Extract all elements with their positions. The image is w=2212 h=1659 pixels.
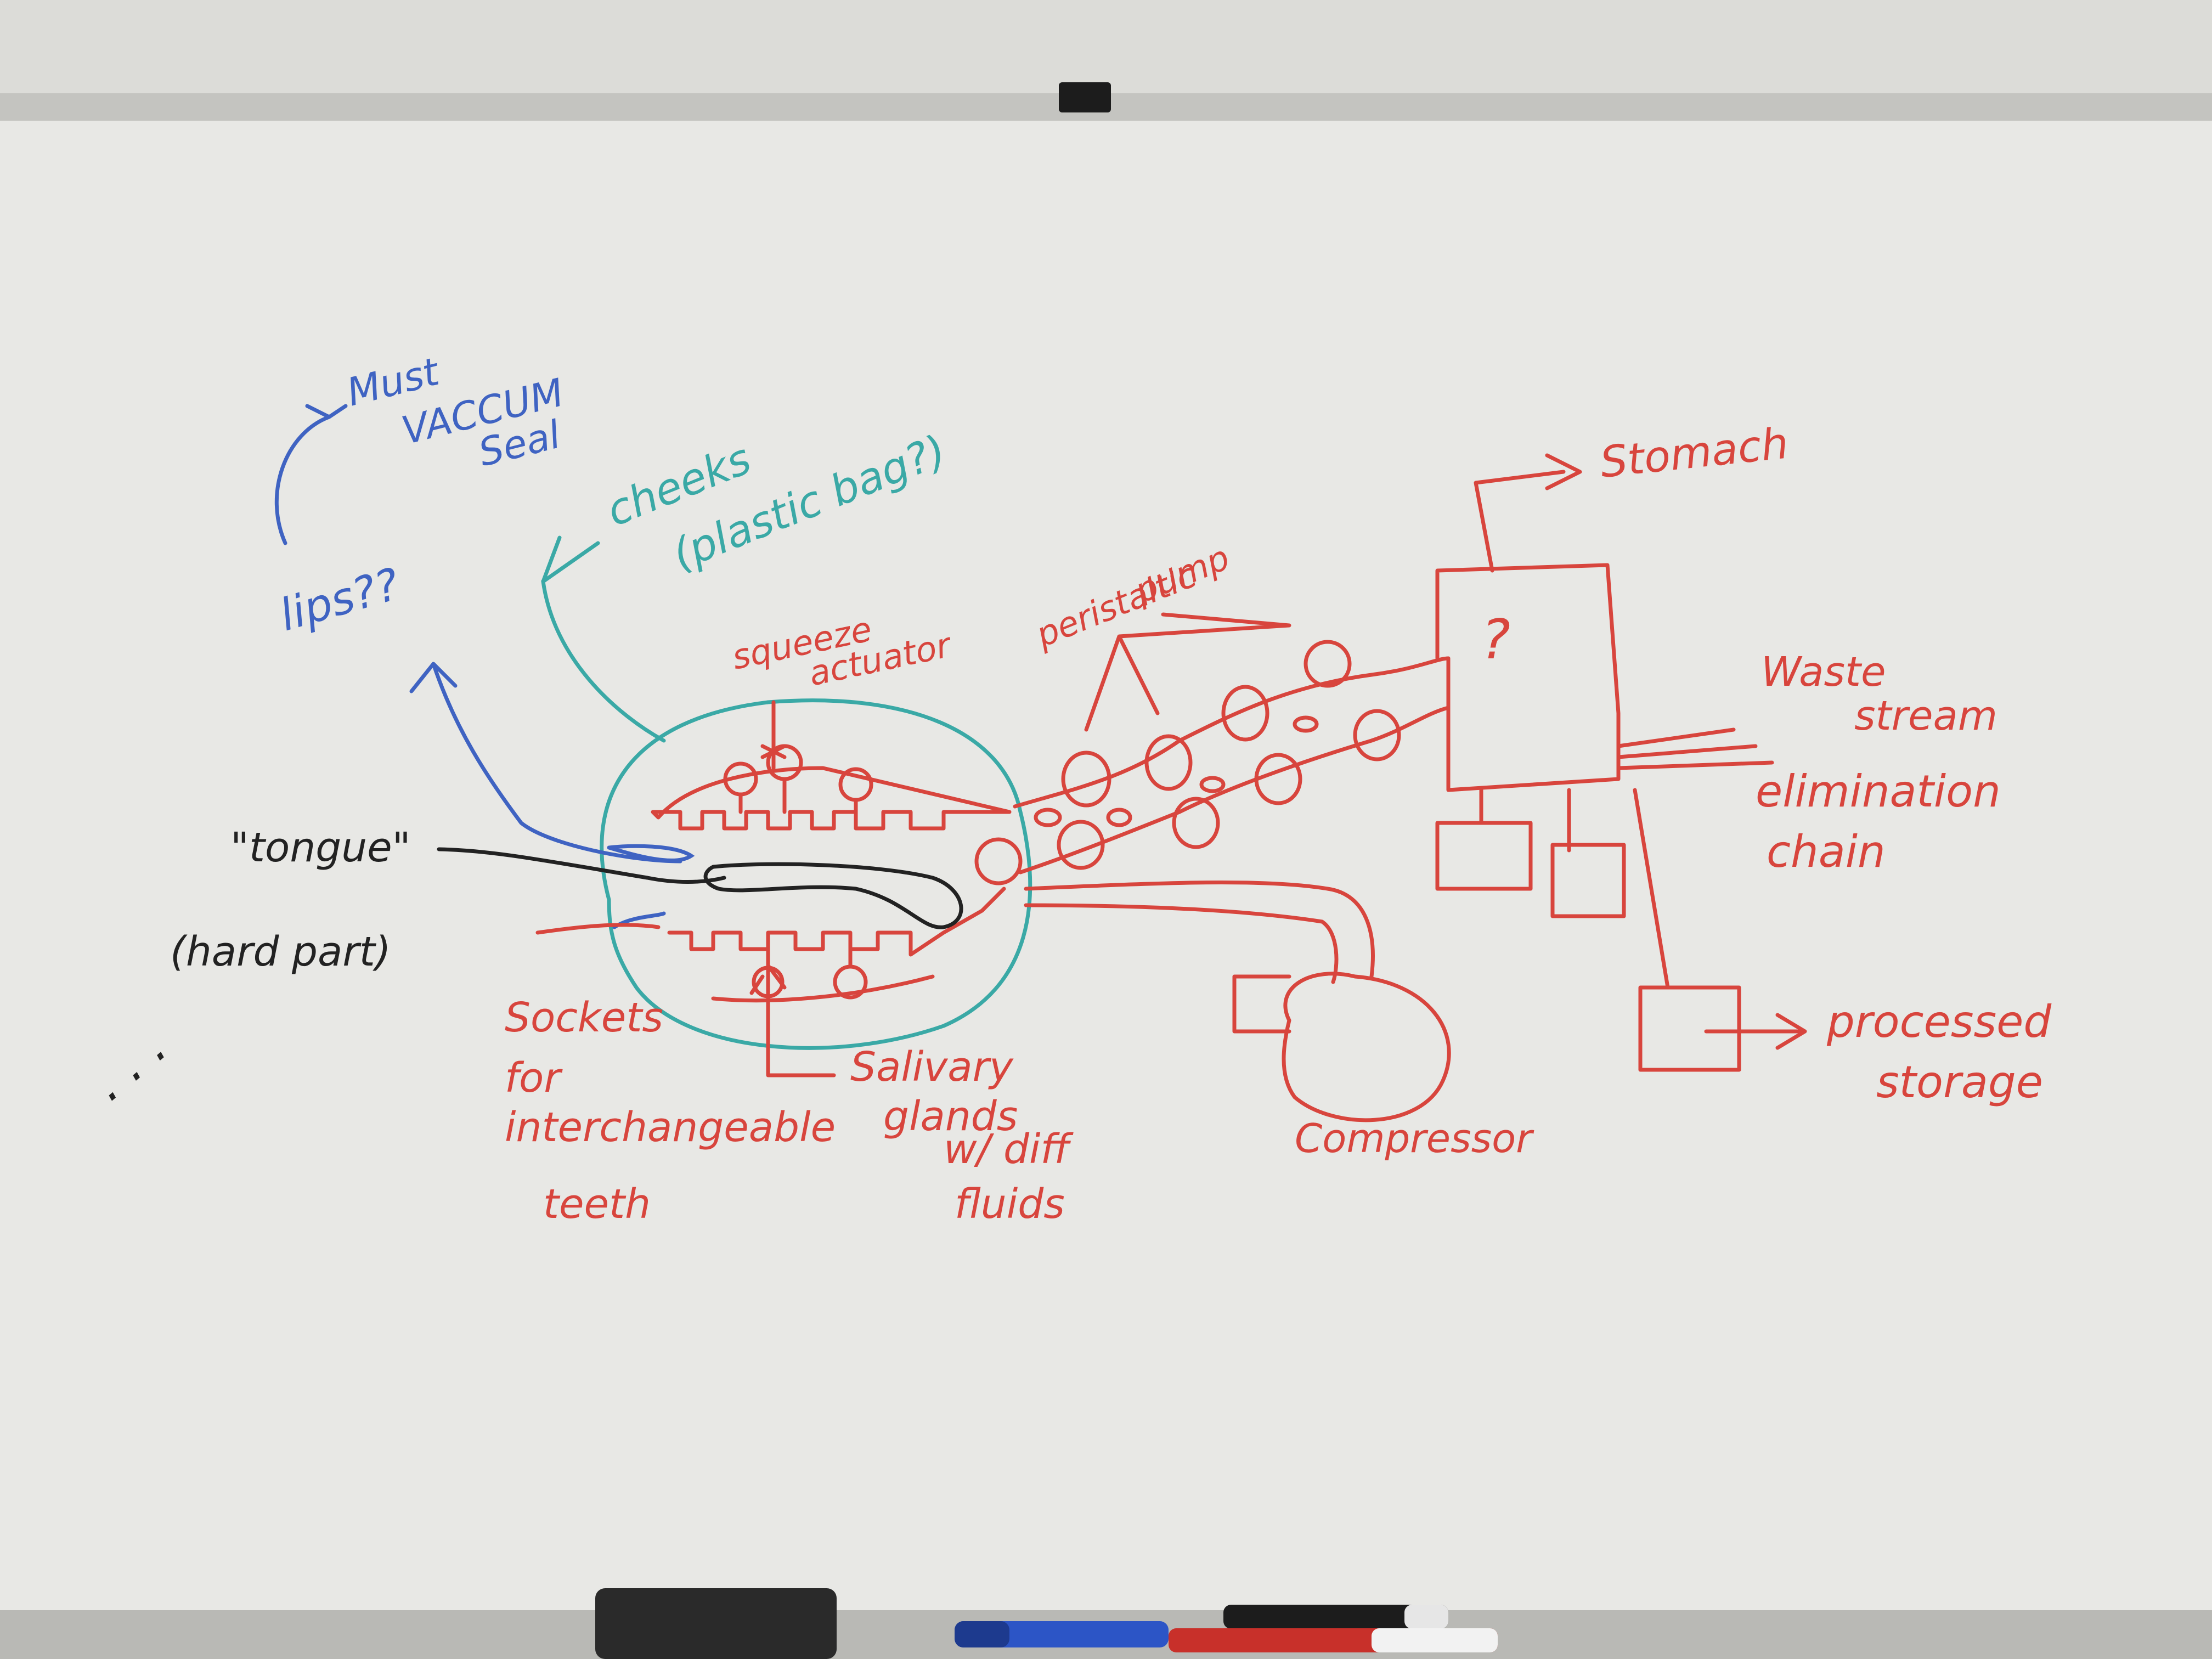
tongue-leader [437, 847, 726, 884]
eraser [595, 1588, 837, 1659]
lower-gum [711, 974, 935, 1003]
board-clip [1059, 82, 1111, 112]
processed-storage-arrow [1704, 1013, 1807, 1050]
svg-text:storage: storage [1876, 1057, 2043, 1108]
cheeks-outline [600, 698, 1032, 1050]
cheeks-leader [541, 535, 666, 743]
label-stomach-question: ? [1481, 607, 1510, 672]
label-sockets: Sockets for interchangeable teeth [505, 994, 836, 1228]
svg-text:fluids: fluids [955, 1181, 1065, 1228]
label-salivary: Salivary glands w/ diff fluids [850, 1043, 1074, 1228]
svg-text:teeth: teeth [543, 1181, 651, 1228]
salivary-leader [749, 963, 836, 1077]
label-elimination-chain: elimination chain [1756, 766, 2001, 877]
lips-leader [409, 662, 682, 864]
elimination-box-2 [1550, 843, 1626, 918]
label-waste-stream: Waste stream [1761, 648, 1997, 740]
compressor-body [1282, 972, 1451, 1122]
compressor-pipe [1024, 880, 1375, 984]
svg-text:processed: processed [1826, 996, 2052, 1047]
throat-ring [974, 837, 1023, 885]
label-processed-storage: processed storage [1826, 996, 2052, 1108]
svg-text:"tongue": "tongue" [230, 824, 411, 871]
squeeze-actuator-arrow [760, 700, 787, 770]
peristaltic-pump-cells [1034, 640, 1401, 870]
svg-text:Sockets: Sockets [505, 994, 663, 1041]
compressor-handle [1232, 974, 1291, 1034]
label-compressor: Compressor [1295, 1115, 1534, 1161]
svg-text:chain: chain [1767, 826, 1886, 877]
svg-text:w/ diff: w/ diff [944, 1126, 1074, 1173]
svg-text:Salivary: Salivary [850, 1043, 1014, 1091]
stomach-box [1435, 563, 1621, 792]
svg-text:glands: glands [883, 1093, 1018, 1140]
marker-red [1169, 1628, 1498, 1652]
processed-storage-box [1638, 985, 1741, 1072]
label-tongue: "tongue" (hard part) [170, 824, 411, 975]
svg-text:elimination: elimination [1756, 766, 2001, 817]
lips-arrow-up [274, 404, 348, 545]
lower-jaw [667, 887, 1006, 957]
stomach-leader [1474, 453, 1582, 573]
svg-text:stream: stream [1854, 692, 1997, 740]
elimination-box-1 [1435, 821, 1533, 891]
marker-blue [955, 1621, 1169, 1647]
svg-text:for: for [505, 1054, 563, 1102]
upper-jaw [651, 766, 1012, 831]
peristaltic-pump-leaders [1084, 612, 1291, 732]
whiteboard-surface [0, 118, 2212, 1621]
sockets-leader [535, 923, 661, 935]
svg-text:(hard part): (hard part) [170, 928, 391, 975]
blue-lip-upper [607, 844, 695, 862]
marker-black [1223, 1605, 1448, 1629]
tongue-shape [703, 862, 963, 929]
svg-text:interchangeable: interchangeable [505, 1104, 836, 1151]
waste-stream-lines [1616, 727, 1774, 770]
svg-text:Waste: Waste [1761, 648, 1886, 696]
esophagus-upper [1013, 656, 1451, 809]
esophagus-lower [1018, 706, 1451, 874]
